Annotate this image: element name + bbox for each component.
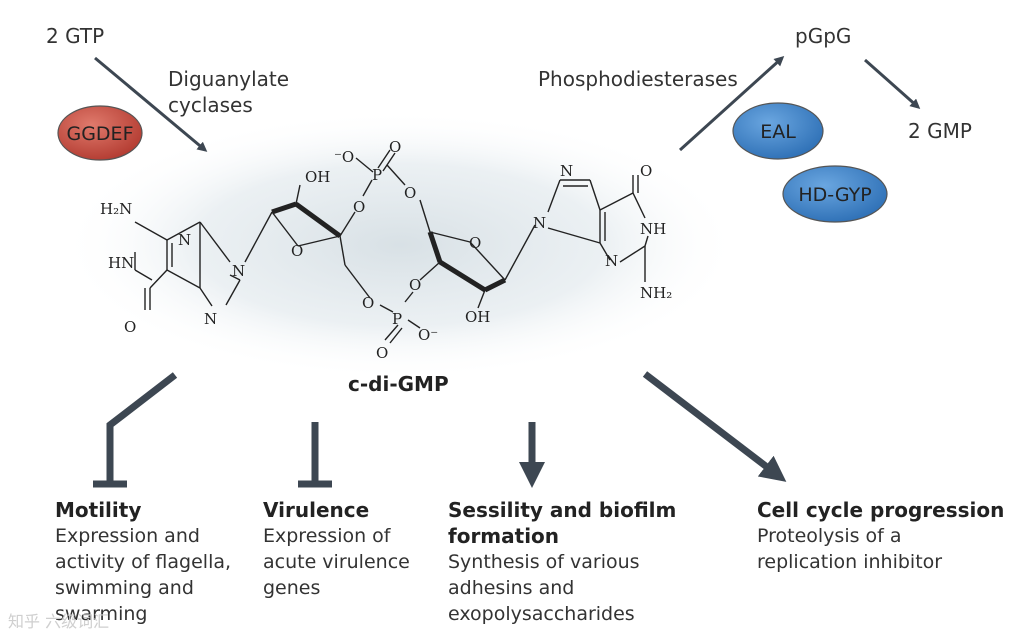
atom-o-minus-bottom: O⁻ bbox=[418, 326, 438, 344]
degradation-arrow bbox=[678, 55, 785, 152]
atom-o-minus-top: ⁻O bbox=[334, 148, 354, 166]
molecule-glow bbox=[60, 110, 740, 380]
cdigmp-structure bbox=[134, 149, 649, 344]
outcome-body-line: swimming and bbox=[55, 577, 194, 599]
atom-p-bottom: P bbox=[392, 310, 402, 328]
cyclases-label-line1: Diguanylate bbox=[168, 67, 290, 91]
outcome-cell-cycle: Cell cycle progression Proteolysis of a … bbox=[757, 497, 1004, 575]
outcome-body-line: Expression of bbox=[263, 525, 391, 547]
gmp-label: 2 GMP bbox=[908, 119, 972, 143]
outcome-title: Sessility and biofilm bbox=[448, 498, 677, 522]
pgpg-to-gmp-arrow bbox=[864, 58, 921, 109]
atom-p-top: P bbox=[372, 166, 382, 184]
outcome-biofilm: Sessility and biofilm formation Synthesi… bbox=[448, 497, 676, 627]
atom-oh-top: OH bbox=[305, 168, 330, 186]
atom-n: N bbox=[560, 162, 573, 180]
outcome-body-line: swarming bbox=[55, 603, 148, 625]
synthesis-arrow bbox=[94, 56, 208, 152]
atom-n: N bbox=[533, 214, 546, 232]
atom-h2n-left: H₂N bbox=[100, 200, 132, 218]
outcome-body-line: activity of flagella, bbox=[55, 551, 232, 573]
ggdef-domain: GGDEF bbox=[57, 105, 143, 161]
atom-n: N bbox=[232, 262, 245, 280]
eal-domain: EAL bbox=[732, 102, 824, 160]
atom-hn-left: HN bbox=[108, 254, 134, 272]
outcome-body-line: acute virulence bbox=[263, 551, 410, 573]
outcome-title: Motility bbox=[55, 498, 142, 522]
atom-n: N bbox=[178, 231, 191, 249]
hdgyp-label: HD-GYP bbox=[798, 184, 871, 206]
outcome-body-line: Synthesis of various bbox=[448, 551, 640, 573]
atom-nh2-right: NH₂ bbox=[640, 284, 672, 302]
cyclases-label-line2: cyclases bbox=[168, 93, 253, 117]
atom-o: O bbox=[376, 344, 388, 362]
cellcycle-activate-arrow bbox=[642, 371, 787, 482]
atom-nh-right: NH bbox=[640, 220, 666, 238]
motility-inhibit-arrow bbox=[106, 372, 178, 484]
atom-o: O bbox=[469, 234, 481, 252]
gtp-label: 2 GTP bbox=[46, 24, 105, 48]
atom-labels: H₂N N HN N N O OH O O ⁻O P O O O O O P O… bbox=[100, 138, 672, 362]
outcome-body-line: genes bbox=[263, 577, 321, 599]
atom-o: O bbox=[409, 276, 421, 294]
eal-label: EAL bbox=[760, 121, 796, 143]
atom-o: O bbox=[640, 162, 652, 180]
atom-n: N bbox=[605, 252, 618, 270]
outcome-body-line: replication inhibitor bbox=[757, 551, 943, 573]
outcome-body-line: exopolysaccharides bbox=[448, 603, 635, 625]
outcome-motility: Motility Expression and activity of flag… bbox=[55, 497, 231, 627]
atom-o: O bbox=[291, 242, 303, 260]
outcome-virulence: Virulence Expression of acute virulence … bbox=[263, 497, 410, 601]
outcome-body-line: adhesins and bbox=[448, 577, 575, 599]
hdgyp-domain: HD-GYP bbox=[782, 165, 888, 223]
atom-o: O bbox=[362, 294, 374, 312]
outcome-title: formation bbox=[448, 524, 560, 548]
atom-o: O bbox=[353, 198, 365, 216]
pde-label: Phosphodiesterases bbox=[538, 67, 738, 91]
atom-n: N bbox=[204, 310, 217, 328]
outcome-title: Virulence bbox=[263, 498, 370, 522]
atom-oh-bottom: OH bbox=[465, 308, 490, 326]
atom-o: O bbox=[124, 318, 136, 336]
outcome-body-line: Proteolysis of a bbox=[757, 525, 902, 547]
ggdef-label: GGDEF bbox=[66, 123, 133, 145]
pgpg-label: pGpG bbox=[795, 24, 852, 48]
watermark: 知乎 六级词汇 bbox=[8, 612, 110, 631]
outcome-body-line: Expression and bbox=[55, 525, 200, 547]
molecule-name: c-di-GMP bbox=[348, 372, 449, 396]
atom-o: O bbox=[389, 138, 401, 156]
atom-o: O bbox=[404, 184, 416, 202]
outcome-title: Cell cycle progression bbox=[757, 498, 1005, 522]
